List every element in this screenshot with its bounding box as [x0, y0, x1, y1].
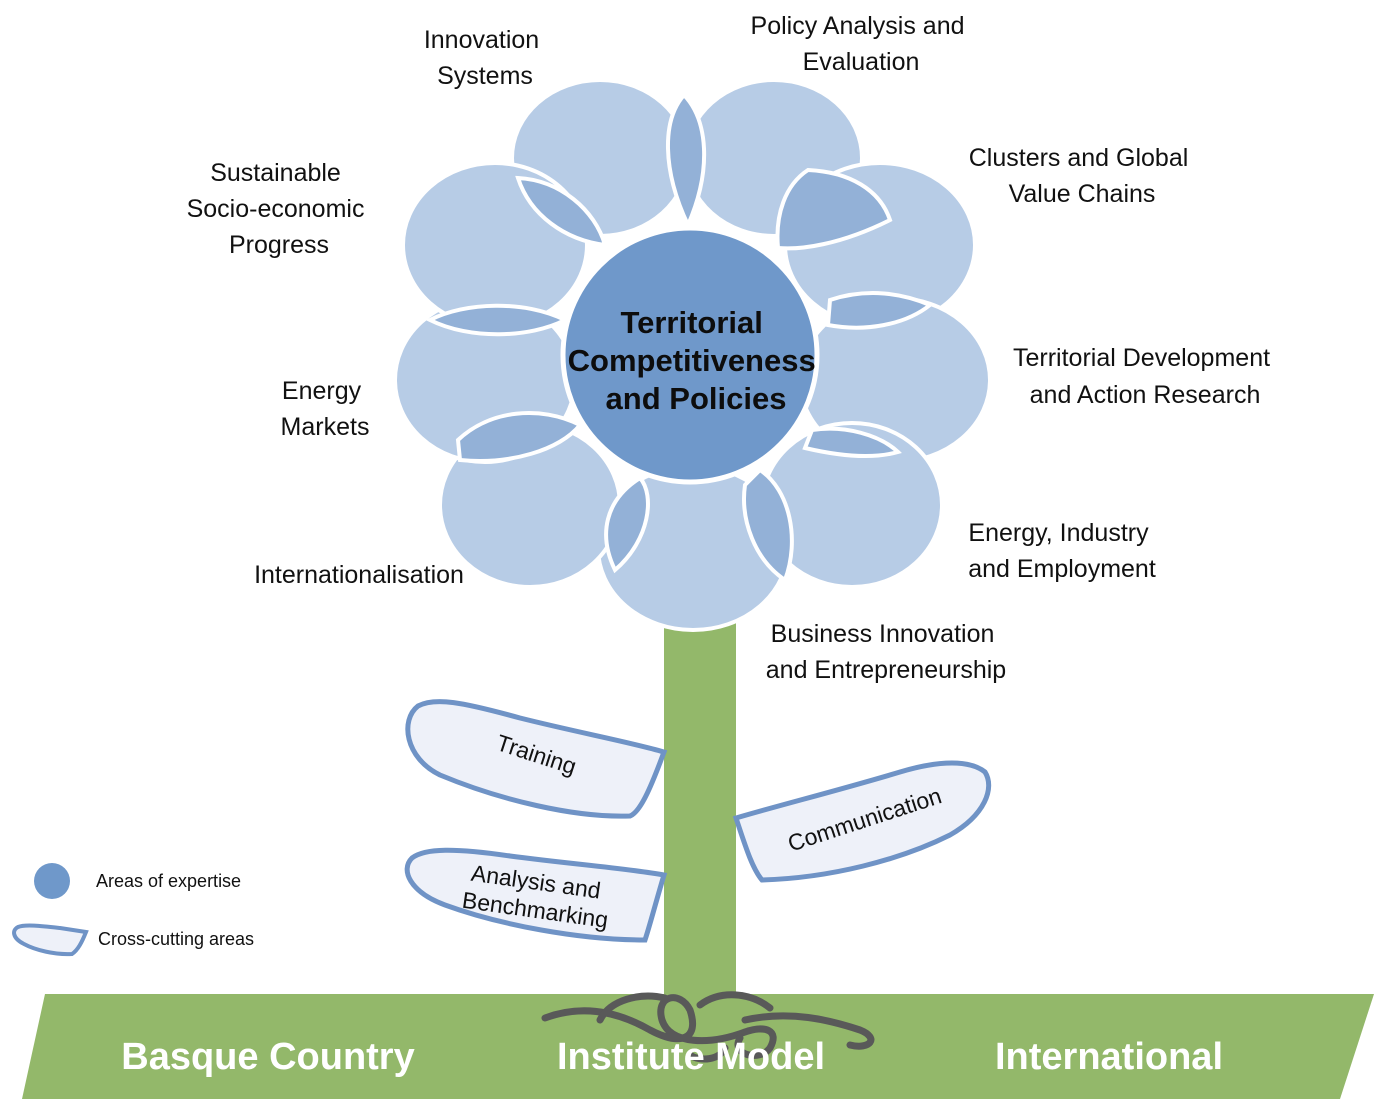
center-title-line: Competitiveness [568, 343, 816, 378]
legend-expertise-swatch [34, 863, 70, 899]
leaf-shape [732, 760, 992, 883]
legend-expertise-label: Areas of expertise [96, 871, 241, 891]
legend: Areas of expertise Cross-cutting areas [12, 863, 254, 957]
ground-label-institute-model: Institute Model [557, 1036, 825, 1078]
ground-label-basque-country: Basque Country [121, 1036, 414, 1078]
legend-cross-cutting-label: Cross-cutting areas [98, 929, 254, 949]
leaf-communication: Communication [732, 760, 992, 883]
area-label-innovation-systems: Innovation Systems [424, 26, 546, 90]
ground-band [22, 994, 1374, 1099]
legend-cross-cutting-swatch [12, 923, 89, 957]
ground-label-international: International [995, 1036, 1223, 1078]
area-label-sustainable-progress: Sustainable Socio-economic Progress [187, 159, 372, 259]
petal-overlap [775, 167, 893, 251]
center-title: Territorial Competitiveness and Policies [568, 305, 825, 416]
center-disc [560, 225, 820, 485]
area-label-clusters: Clusters and Global Value Chains [969, 144, 1196, 208]
leaf-shape [405, 699, 668, 819]
center-title-line: Territorial [620, 305, 762, 340]
flower-stem [664, 598, 736, 998]
roots [541, 991, 875, 1063]
petal-overlap [665, 92, 707, 230]
area-label-internationalisation: Internationalisation [254, 561, 464, 589]
leaf-analysis: Analysis and Benchmarking [404, 847, 668, 943]
petal-overlaps [425, 92, 934, 584]
area-label-energy-markets: Energy Markets [281, 377, 370, 441]
leaf-training: Training [405, 699, 668, 819]
petal-overlap [425, 303, 570, 337]
petal-overlap [742, 467, 794, 584]
petal-overlap [802, 426, 902, 459]
leaf-shape [404, 847, 668, 943]
area-label-policy-analysis: Policy Analysis and Evaluation [751, 12, 972, 76]
center-title-line: and Policies [606, 381, 787, 416]
petal-overlap [604, 475, 650, 574]
petal-overlap [825, 291, 934, 330]
area-label-energy-industry: Energy, Industry and Employment [968, 519, 1156, 583]
petal-overlap [515, 175, 608, 248]
petal-overlap [455, 411, 584, 463]
area-label-territorial-development: Territorial Development and Action Resea… [1013, 344, 1277, 409]
area-label-business-innovation: Business Innovation and Entrepreneurship [766, 620, 1006, 684]
